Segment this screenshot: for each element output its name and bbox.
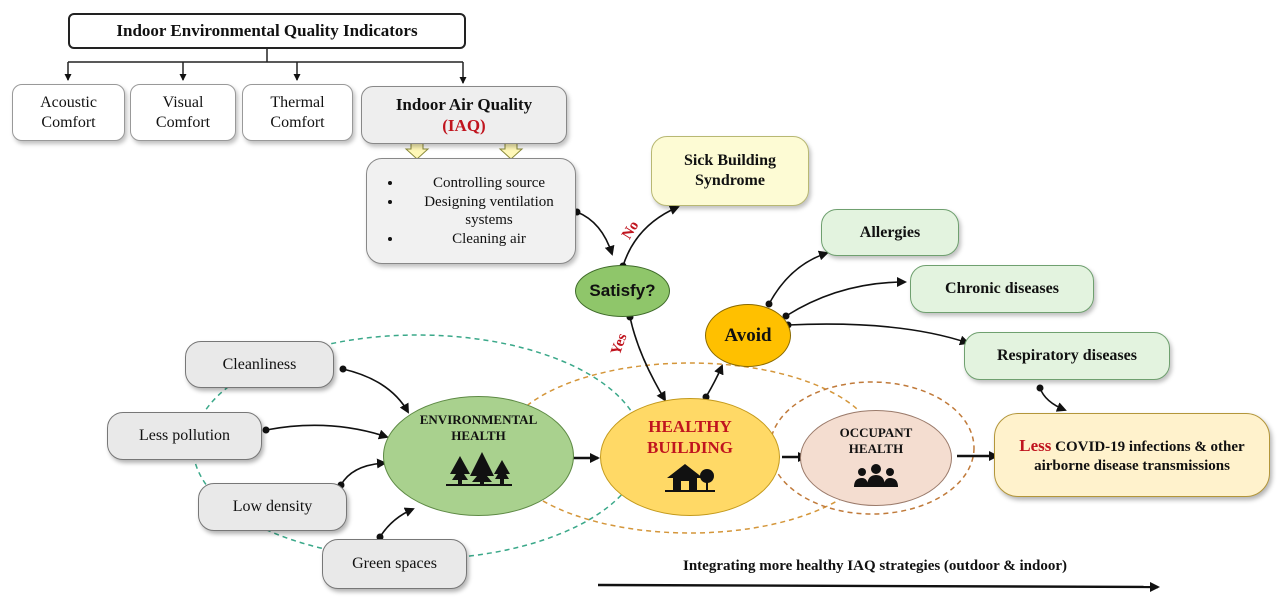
env-line-2: HEALTH [451,428,506,443]
strategy-item: Controlling source [403,174,575,192]
environmental-health-node: ENVIRONMENTAL HEALTH [383,396,574,516]
healthy-line-1: HEALTHY [648,416,732,436]
ieq-title: Indoor Environmental Quality Indicators [116,21,418,41]
respiratory-diseases-box: Respiratory diseases [964,332,1170,380]
iaq-abbr: (IAQ) [442,116,486,135]
bottom-arrow-label: Integrating more healthy IAQ strategies … [683,558,1067,574]
healthy-line-2: BUILDING [647,438,733,457]
sbs-line-1: Sick Building [683,152,777,169]
outcome-rest: COVID-19 infections & other airborne dis… [1034,438,1245,474]
iaq-strategies-box: Controlling source Designing ventilation… [366,158,576,264]
acoustic-line-2: Comfort [41,113,96,131]
occupant-line-1: OCCUPANT [839,424,913,440]
title-tree [64,49,467,84]
disease-label: Allergies [859,223,921,241]
factor-cleanliness: Cleanliness [185,341,334,388]
iaq-strategies-list: Controlling source Designing ventilation… [385,173,575,249]
trees-icon [445,452,512,487]
outcome-box: Less COVID-19 infections & other airborn… [994,413,1270,497]
factor-low-density: Low density [198,483,347,531]
thermal-line-2: Comfort [270,113,325,131]
disease-label: Chronic diseases [945,280,1059,297]
acoustic-line-1: Acoustic [40,93,97,111]
visual-comfort-box: Visual Comfort [130,84,236,141]
flow-arrows [265,205,1067,538]
sbs-line-2: Syndrome [695,172,765,189]
disease-label: Respiratory diseases [997,347,1137,364]
factor-label: Green spaces [352,555,437,572]
occupant-line-2: HEALTH [848,441,904,456]
thermal-comfort-box: Thermal Comfort [242,84,353,141]
env-line-1: ENVIRONMENTAL [419,411,538,427]
visual-line-1: Visual [162,93,204,111]
house-icon [665,464,715,493]
satisfy-decision: Satisfy? [575,265,670,317]
ieq-title-box: Indoor Environmental Quality Indicators [68,13,466,49]
visual-line-2: Comfort [155,113,211,131]
allergies-box: Allergies [821,209,959,256]
factor-less-pollution: Less pollution [107,412,262,460]
people-icon [854,464,898,488]
satisfy-label: Satisfy? [589,281,656,301]
occupant-health-node: OCCUPANT HEALTH [800,410,952,506]
strategy-item: Cleaning air [403,230,575,248]
factor-label: Low density [232,498,313,515]
strategy-item: Designing ventilation systems [403,193,575,229]
sick-building-syndrome-box: Sick Building Syndrome [651,136,809,206]
factor-green-spaces: Green spaces [322,539,467,589]
factor-label: Less pollution [138,427,231,444]
iaq-block-arrows [404,142,524,160]
iaq-box: Indoor Air Quality (IAQ) [361,86,567,144]
iaq-title: Indoor Air Quality [395,94,533,114]
thermal-line-1: Thermal [270,93,325,111]
avoid-label: Avoid [724,324,772,346]
outcome-text: Less COVID-19 infections & other airborn… [995,435,1269,476]
outcome-lead: Less [1019,435,1052,455]
healthy-building-node: HEALTHY BUILDING [600,398,780,516]
avoid-node: Avoid [705,304,791,367]
chronic-diseases-box: Chronic diseases [910,265,1094,313]
factor-label: Cleanliness [222,355,297,373]
acoustic-comfort-box: Acoustic Comfort [12,84,125,141]
bottom-arrow [597,581,1160,592]
